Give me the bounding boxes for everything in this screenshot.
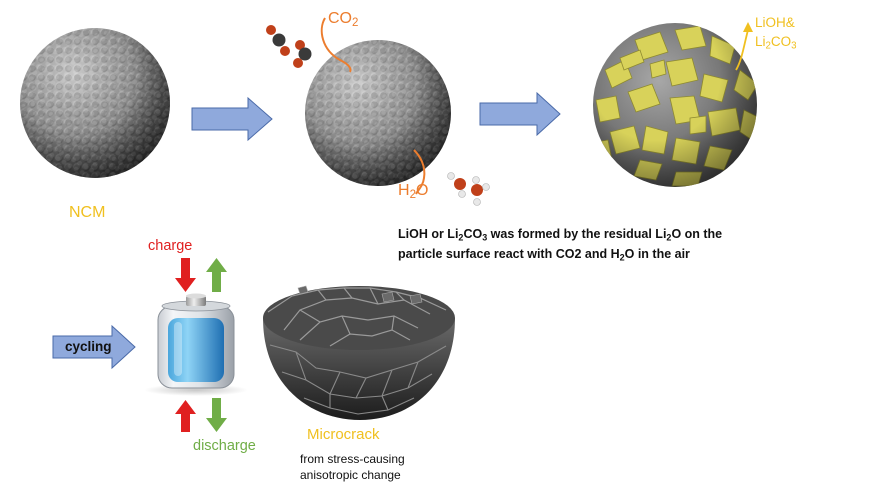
charge-down-arrow-icon [175,258,196,292]
charge-up-arrow-icon [206,258,227,292]
discharge-down-arrow-icon [206,398,227,432]
cycling-label: cycling [65,339,112,354]
li2co3-sub1: 2 [765,40,771,52]
ncm-label: NCM [69,204,105,222]
ncm-particle [20,28,170,178]
charge-label: charge [148,238,193,254]
co2-label: CO2 [328,10,358,29]
ncm-particle-exposed [305,40,451,186]
caption-part4: O on the [671,227,723,241]
lioh-li2co3-label: LiOH& Li2CO3 [755,13,797,55]
process-arrow-1 [191,96,273,142]
discharge-label: discharge [193,438,256,454]
caption-sub2: 3 [482,232,488,243]
co2-label-subscript: 2 [352,16,359,29]
battery-icon [144,293,248,396]
li2co3-co: CO [770,34,792,49]
caption-part1: LiOH or Li [398,227,459,241]
caption-line2-a: particle surface react with CO2 and H [398,247,620,262]
lioh-label-line1: LiOH& [755,15,795,30]
discharge-up-arrow-icon [175,400,196,432]
h2o-label-h: H [398,182,410,199]
lioh-label-line2: Li2CO3 [755,32,797,55]
cycling-arrow [52,324,136,370]
formation-caption-line2: particle surface react with CO2 and H2O … [398,246,722,266]
caption-part2: CO [463,227,483,241]
h2o-label-o: O [415,182,429,199]
co2-molecules-icon [266,25,312,68]
microcrack-caption: from stress-causing anisotropic change [300,451,405,483]
formation-caption-line1: LiOH or Li2CO3 was formed by the residua… [398,226,722,246]
caption-sub1: 2 [458,232,464,243]
li2co3-sub2: 3 [791,40,797,52]
h2o-label-subscript: 2 [409,188,416,201]
lioh-pointer-arrowhead [743,22,753,32]
caption-part3: was formed by the residual Li [487,227,667,241]
lioh-pointer-line [735,29,749,71]
co2-label-text: CO [328,10,352,27]
ncm-label-text: NCM [69,204,106,221]
microcrack-caption-line2: anisotropic change [300,468,401,482]
h2o-label: H2O [398,182,428,201]
li2co3-li: Li [755,34,766,49]
microcrack-hemisphere [263,285,455,420]
microcrack-label: Microcrack [307,426,380,443]
microcrack-caption-line1: from stress-causing [300,452,405,466]
h2o-pointer-line [413,149,426,195]
formation-caption: LiOH or Li2CO3 was formed by the residua… [398,226,722,267]
caption-line2-b: O in the air [624,247,690,262]
caption-line2-sub: 2 [619,252,625,263]
coated-particle [593,23,757,187]
caption-sub3: 2 [666,232,672,243]
h2o-molecules-icon [447,172,490,206]
co2-pointer-line [320,17,352,73]
process-arrow-2 [479,91,561,137]
